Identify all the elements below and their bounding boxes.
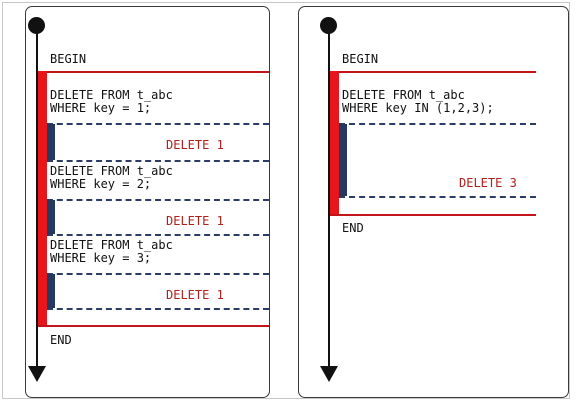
statement-1-line-2: WHERE key = 1; — [50, 101, 152, 115]
lock-start-line — [47, 273, 269, 275]
transaction-end-line — [330, 214, 536, 216]
timeline-arrow-icon — [320, 366, 338, 382]
statement-1-result: DELETE 1 — [166, 138, 224, 152]
statement-3-result: DELETE 1 — [166, 288, 224, 302]
begin-label: BEGIN — [342, 52, 379, 66]
statement-3-line-2: WHERE key = 3; — [50, 251, 152, 265]
lock-wait-bar — [47, 274, 55, 308]
statement-1-line-1: DELETE FROM t_abc — [342, 88, 465, 102]
lock-start-line — [47, 123, 269, 125]
statement-2-line-2: WHERE key = 2; — [50, 177, 152, 191]
transaction-bar — [38, 71, 47, 327]
statement-2-line-1: DELETE FROM t_abc — [50, 164, 173, 178]
lock-wait-bar — [339, 124, 347, 196]
lock-wait-bar — [47, 124, 55, 160]
statement-2-result: DELETE 1 — [166, 214, 224, 228]
lock-end-line — [47, 308, 269, 310]
begin-label: BEGIN — [50, 52, 87, 66]
timeline-arrow-icon — [28, 366, 46, 382]
transaction-bar — [330, 71, 339, 216]
timeline-axis — [36, 25, 38, 372]
statement-1-line-1: DELETE FROM t_abc — [50, 88, 173, 102]
transaction-begin-line — [38, 71, 269, 73]
statement-1-line-2: WHERE key IN (1,2,3); — [342, 101, 494, 115]
transaction-end-line — [38, 325, 269, 327]
left-panel: BEGIN DELETE FROM t_abc WHERE key = 1; D… — [25, 6, 270, 398]
timeline-axis — [328, 25, 330, 372]
diagram-frame: BEGIN DELETE FROM t_abc WHERE key = 1; D… — [2, 2, 570, 399]
lock-end-line — [339, 196, 536, 198]
lock-start-line — [339, 123, 536, 125]
end-label: END — [50, 333, 72, 347]
transaction-begin-line — [330, 71, 536, 73]
right-panel: BEGIN DELETE FROM t_abc WHERE key IN (1,… — [298, 6, 569, 398]
lock-end-line — [47, 234, 269, 236]
statement-3-line-1: DELETE FROM t_abc — [50, 238, 173, 252]
lock-start-line — [47, 199, 269, 201]
statement-1-result: DELETE 3 — [459, 176, 517, 190]
end-label: END — [342, 221, 364, 235]
lock-wait-bar — [47, 200, 55, 234]
lock-end-line — [47, 160, 269, 162]
